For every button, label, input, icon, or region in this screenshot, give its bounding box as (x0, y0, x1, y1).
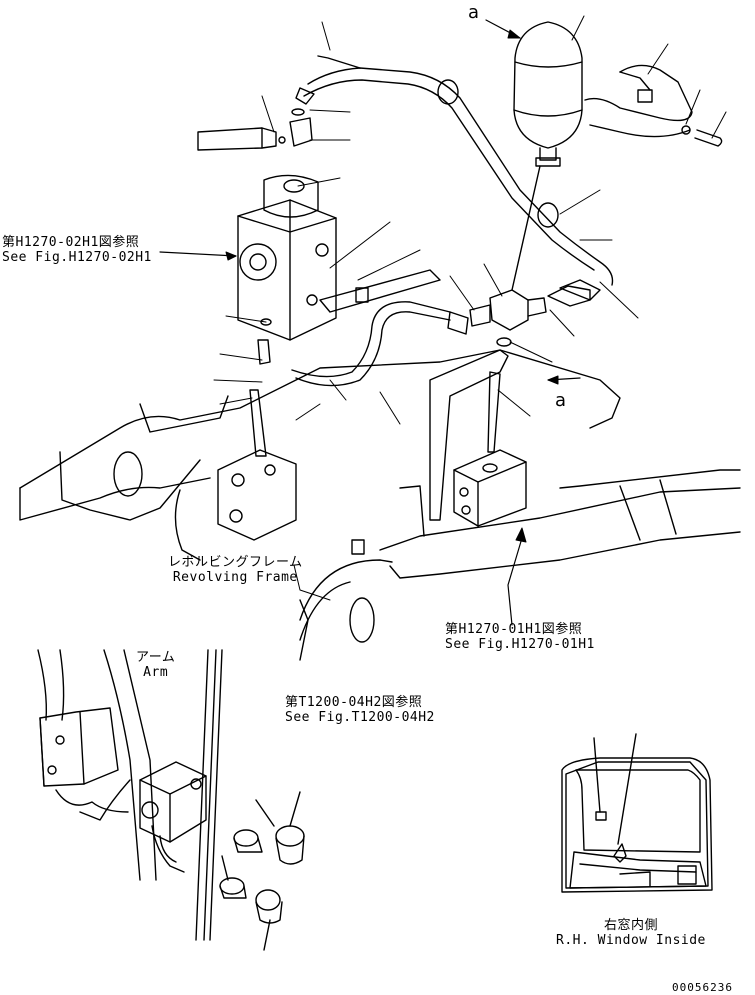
upper-hose (295, 55, 614, 301)
accumulator-bracket (584, 64, 723, 147)
rh-window-inside-jp: 右窓内側 (603, 918, 658, 933)
cab-window-inset (561, 733, 713, 893)
arm-detail (37, 649, 305, 951)
valve-block (237, 174, 337, 341)
rh-window-inside-label: 右窓内側 R.H. Window Inside (556, 918, 706, 948)
fittings-top-left (197, 108, 313, 193)
accumulator (513, 21, 583, 167)
see-fig-t1200-04h2-en: See Fig.T1200-04H2 (285, 710, 435, 725)
revolving-frame-jp: レボルビングフレーム (168, 555, 303, 570)
revolving-frame-en: Revolving Frame (172, 570, 298, 585)
lower-valve (217, 318, 297, 541)
drawing-number: 00056236 (672, 981, 733, 994)
revolving-frame-label: レボルビングフレーム Revolving Frame (168, 555, 303, 585)
see-fig-h1270-02h1-en: See Fig.H1270-02H1 (2, 250, 152, 265)
leader-lines (159, 15, 727, 626)
rh-window-inside-en: R.H. Window Inside (556, 933, 706, 948)
arm-label: アーム Arm (136, 650, 175, 680)
arm-en: Arm (143, 665, 169, 680)
revolving-frame (19, 269, 741, 661)
see-fig-h1270-01h1-en: See Fig.H1270-01H1 (445, 637, 595, 652)
see-fig-t1200-04h2: 第T1200-04H2図参照 See Fig.T1200-04H2 (285, 695, 435, 725)
see-fig-h1270-02h1-jp: 第H1270-02H1図参照 (2, 235, 140, 250)
see-fig-h1270-02h1: 第H1270-02H1図参照 See Fig.H1270-02H1 (2, 235, 152, 265)
tee-fitting (469, 165, 591, 347)
see-fig-h1270-01h1: 第H1270-01H1図参照 See Fig.H1270-01H1 (445, 622, 595, 652)
right-bracket (429, 349, 527, 527)
arm-jp: アーム (136, 650, 176, 665)
ref-a-top: a (468, 2, 480, 23)
see-fig-h1270-01h1-jp: 第H1270-01H1図参照 (445, 622, 583, 637)
middle-hose (291, 301, 469, 387)
see-fig-t1200-04h2-jp: 第T1200-04H2図参照 (285, 695, 423, 710)
ref-a-middle: a (555, 390, 567, 411)
